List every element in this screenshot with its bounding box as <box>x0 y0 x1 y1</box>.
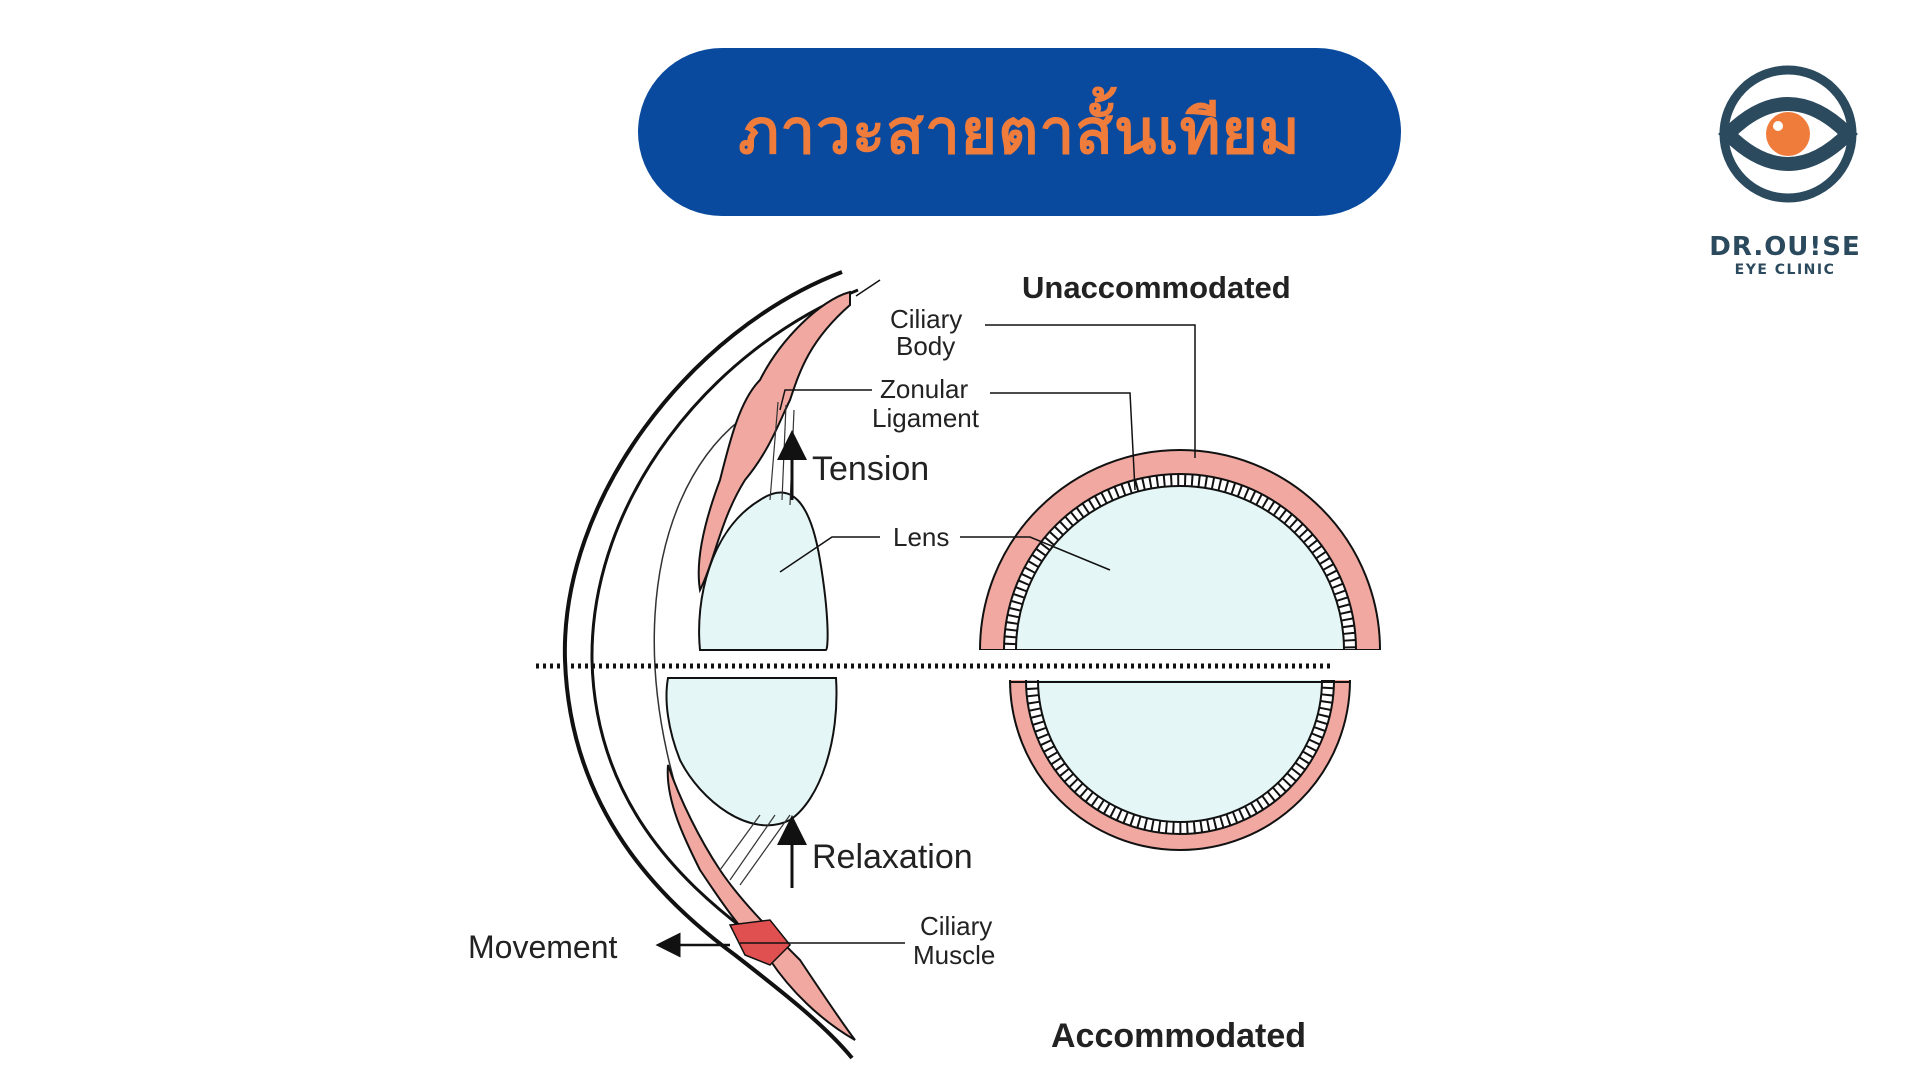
leader-zonular-right <box>990 392 1136 491</box>
leader-zonular <box>779 389 872 411</box>
state-label-accommodated: Accommodated <box>1051 1017 1306 1055</box>
label-zonular-line1: Zonular <box>880 374 968 404</box>
label-ciliary-body-line2: Body <box>896 331 955 361</box>
sclera-inner-line <box>590 288 859 932</box>
logo-subtitle-text: EYE CLINIC <box>1734 262 1836 278</box>
title-banner: ภาวะสายตาสั้นเทียม <box>638 48 1401 216</box>
zonular-fibers-lower <box>719 814 791 886</box>
page-title: ภาวะสายตาสั้นเทียม <box>738 95 1301 168</box>
lens-lower <box>665 677 838 827</box>
logo-brand-text: DR.OU!SE <box>1709 232 1861 262</box>
label-tension: Tension <box>812 450 929 488</box>
label-ciliary-muscle-line2: Muscle <box>913 940 995 970</box>
leader-lens <box>779 536 880 573</box>
leader-ciliary-body <box>855 279 881 297</box>
unaccommodated-front-view <box>979 449 1381 650</box>
accommodated-front-view <box>1009 680 1351 851</box>
label-ciliary-muscle-line1: Ciliary <box>920 911 992 941</box>
label-lens: Lens <box>893 522 949 552</box>
label-ciliary-body-line1: Ciliary <box>890 304 962 334</box>
eye-icon <box>1718 65 1858 203</box>
leader-lens-right <box>960 536 1111 571</box>
sclera-outer-line <box>562 270 854 1060</box>
label-zonular-line2: Ligament <box>872 403 980 433</box>
ciliary-body-upper <box>697 290 851 594</box>
label-relaxation: Relaxation <box>812 838 973 876</box>
clinic-logo: DR.OU!SE EYE CLINIC <box>1690 62 1880 292</box>
leader-ciliary-body-right <box>985 324 1196 458</box>
label-movement: Movement <box>468 929 618 965</box>
state-label-unaccommodated: Unaccommodated <box>1022 270 1291 305</box>
